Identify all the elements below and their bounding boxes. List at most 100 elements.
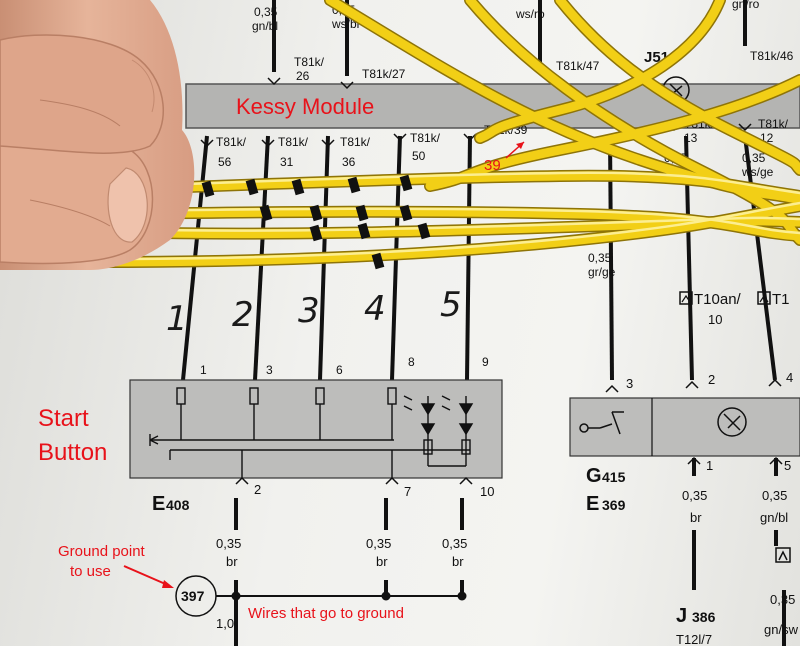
- ground-wire-size-3: 0,35: [442, 536, 467, 551]
- ground-wire-labels: 0,35 br 0,35 br 0,35 br 1,0: [216, 536, 467, 631]
- pin-label-56-conn: T81k/: [216, 135, 247, 149]
- right-bottom-labels: 1 5 0,35 br 0,35 gn/bl 0,35 gn/sw: [682, 458, 799, 637]
- g415-number: 415: [602, 469, 626, 485]
- top-wire-conn-1: T81k/: [294, 55, 325, 69]
- e408-letter: E: [152, 493, 165, 515]
- e408-pin-10: 10: [480, 484, 494, 499]
- t10an-pin: 10: [708, 312, 722, 327]
- top-wire-conn-4: T81k/46: [750, 49, 794, 63]
- pin-label-36: 36: [342, 155, 356, 169]
- pin-label-50: 50: [412, 149, 426, 163]
- e408-pin-1: 1: [200, 363, 207, 377]
- t1-pin-5: 5: [784, 458, 791, 473]
- handwritten-wire-numbers: 1 2 3 4 5: [166, 285, 462, 339]
- top-wire-color-1: gn/bl: [252, 19, 278, 33]
- kessy-module-annotation: Kessy Module: [236, 94, 374, 119]
- top-wire-color-2: ws/bl: [331, 17, 359, 31]
- ground-wire-color-2: br: [376, 554, 388, 569]
- hand-number-3: 3: [298, 291, 320, 331]
- pin-label-31-conn: T81k/: [278, 135, 309, 149]
- t1-pin-4: 4: [786, 370, 793, 385]
- top-wire-size-1: 0,35: [254, 5, 278, 19]
- hand-number-2: 2: [232, 295, 254, 335]
- j386-pin-2: 2: [708, 372, 715, 387]
- right-bottom-color-1: br: [690, 510, 702, 525]
- right-bottom-size-1: 0,35: [682, 488, 707, 503]
- ground-wire-size-2: 0,35: [366, 536, 391, 551]
- top-wire-conn-3: T81k/47: [556, 59, 600, 73]
- ground-wire-color-3: br: [452, 554, 464, 569]
- ground-point-number: 397: [181, 588, 205, 604]
- right-wire-size-3: 0,35: [588, 251, 612, 265]
- right-lower-wires: [692, 458, 786, 646]
- right-top-arrows: [605, 378, 782, 393]
- pin-label-31: 31: [280, 155, 294, 169]
- e408-pin-3: 3: [266, 363, 273, 377]
- far-right-color: gn/sw: [764, 622, 799, 637]
- e408-pin-numbers-bottom: 2 7 10: [254, 482, 494, 499]
- yellow-wire-bundle: [104, 0, 800, 268]
- start-annotation-line1: Start: [38, 405, 89, 432]
- pin-label-56: 56: [218, 155, 232, 169]
- top-wire-conn-2: T81k/27: [362, 67, 406, 81]
- wire-tape-marks: [201, 174, 431, 270]
- ground-annotation-line2: to use: [70, 563, 111, 580]
- j386-pin-1: 1: [706, 458, 713, 473]
- e408-pin-numbers-top: 1 3 6 8 9: [200, 355, 489, 377]
- hand-number-5: 5: [440, 285, 462, 325]
- j386-number: 386: [692, 609, 716, 625]
- ground-annotation-arrow: [123, 565, 174, 588]
- e408-pin-8: 8: [408, 355, 415, 369]
- j386-transistor-symbol: [717, 407, 747, 437]
- t1-label: T1: [772, 291, 790, 308]
- ground-wire-size-1: 0,35: [216, 536, 241, 551]
- e408-pin-7: 7: [404, 484, 411, 499]
- pin-label-12-conn: T81k/: [758, 117, 789, 131]
- hand: [0, 0, 195, 270]
- ground-point-wire-size: 1,0: [216, 616, 234, 631]
- right-bottom-color-2: gn/bl: [760, 510, 788, 525]
- pin-39-callout-text: 39: [484, 157, 501, 174]
- t10an-label: T10an/: [694, 291, 742, 308]
- ground-wire-color-1: br: [226, 554, 238, 569]
- top-wire-pin-1: 26: [296, 69, 310, 83]
- e408-number: 408: [166, 497, 190, 513]
- top-wire-color-3: ws/ro: [515, 7, 545, 21]
- pin-label-50-conn: T81k/: [410, 131, 441, 145]
- ground-bus-nodes: [231, 591, 467, 601]
- e408-pin-2: 2: [254, 482, 261, 497]
- g415-pin-numbers: 3 2 4: [626, 370, 793, 391]
- t10an-connector: T10an/ 10 T1: [679, 291, 790, 327]
- ground-wires: [234, 498, 464, 646]
- j386-letter: J: [676, 605, 687, 627]
- g415-letter: G: [586, 465, 602, 487]
- wires-to-ground-annotation: Wires that go to ground: [248, 605, 404, 622]
- right-wire-size-2: 0,35: [742, 151, 766, 165]
- far-right-size: 0,35: [770, 592, 795, 607]
- g415-pin-3: 3: [626, 376, 633, 391]
- t12l-label: T12l/7: [676, 632, 712, 646]
- e408-internal-circuit: [149, 387, 474, 478]
- top-wire-color-4: gn/ro: [732, 0, 760, 11]
- right-component-names: G 415 E 369 J 386 T12l/7: [586, 465, 716, 646]
- e408-bottom-arrows: [235, 476, 473, 485]
- e369-number: 369: [602, 497, 626, 513]
- far-right-connector: [775, 547, 791, 563]
- ground-point-397: 397: [175, 575, 217, 617]
- hand-number-1: 1: [166, 299, 188, 339]
- pin-39-callout: 39: [484, 141, 525, 174]
- right-wire-color-2: ws/ge: [741, 165, 774, 179]
- right-bottom-size-2: 0,35: [762, 488, 787, 503]
- g415-switch-symbol: [579, 411, 624, 435]
- e408-pin-9: 9: [482, 355, 489, 369]
- hand-number-4: 4: [364, 289, 386, 329]
- top-wire-labels: 0,35 gn/bl T81k/ 26 0,35 ws/bl T81k/27 w…: [252, 0, 794, 83]
- e408-pin-6: 6: [336, 363, 343, 377]
- pin-label-36-conn: T81k/: [340, 135, 371, 149]
- start-annotation-line2: Button: [38, 439, 107, 466]
- e369-letter: E: [586, 493, 599, 515]
- right-wire-color-3: gr/ge: [588, 265, 616, 279]
- ground-annotation-line1: Ground point: [58, 543, 146, 560]
